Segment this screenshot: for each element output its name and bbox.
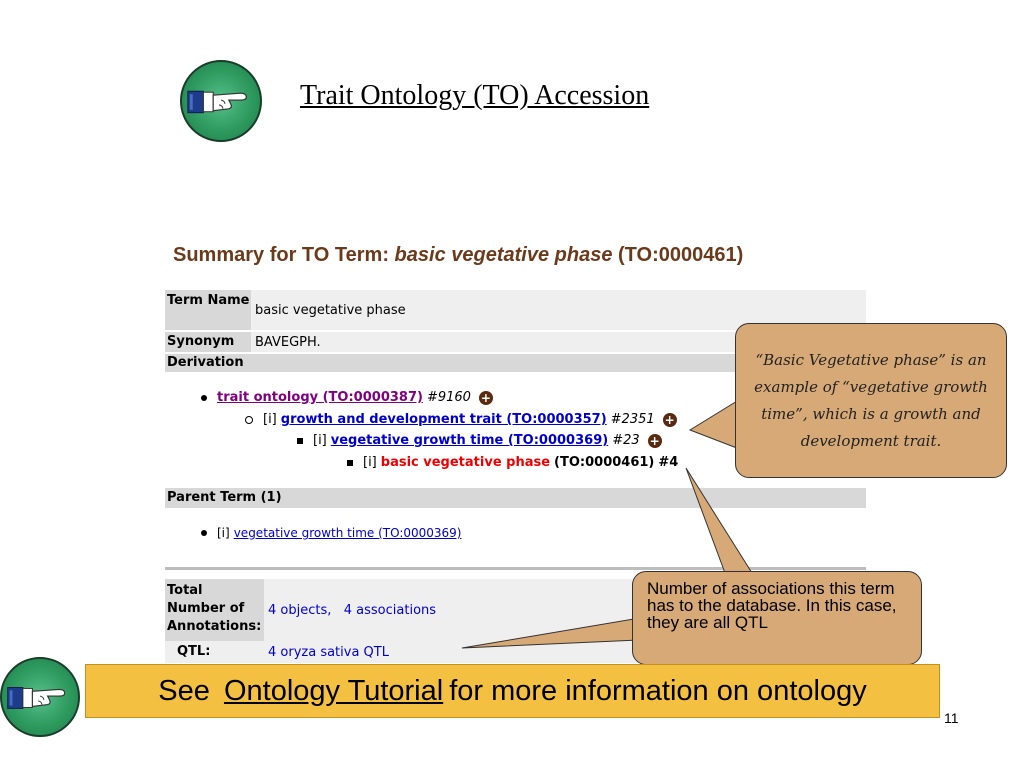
parent-term-link[interactable]: vegetative growth time (TO:0000369) — [233, 526, 462, 540]
bullet-icon — [201, 394, 207, 401]
tree-level-4: [i] basic vegetative phase (TO:0000461) … — [347, 455, 678, 470]
term-name-row: Term Name basic vegetative phase — [165, 290, 866, 330]
synonym-value: BAVEGPH. — [251, 332, 866, 352]
total-annotations-label: Total Number of Annotations: — [165, 579, 264, 641]
parent-term-item: [i] vegetative growth time (TO:0000369) — [201, 526, 462, 540]
synonym-row: Synonym BAVEGPH. — [165, 332, 866, 352]
level2-count: #2351 — [610, 412, 655, 427]
summary-heading-term: basic vegetative phase — [394, 244, 613, 266]
derivation-label: Derivation — [165, 354, 866, 372]
banner-prefix: See — [158, 674, 218, 707]
level3-count: #23 — [612, 433, 640, 448]
level4-prefix: [i] — [363, 455, 377, 470]
tutorial-banner: See Ontology Tutorial for more informati… — [85, 664, 940, 718]
plus-expand-icon[interactable]: + — [478, 390, 493, 405]
parent-term-list: [i] vegetative growth time (TO:0000369) — [165, 508, 866, 560]
bullet-icon — [245, 415, 253, 424]
growth-development-link[interactable]: growth and development trait (TO:0000357… — [280, 412, 607, 427]
tree-level-3: [i] vegetative growth time (TO:0000369) … — [297, 433, 662, 448]
vegetative-growth-time-link[interactable]: vegetative growth time (TO:0000369) — [330, 433, 609, 448]
vegetative-phase-callout: “Basic Vegetative phase” is an example o… — [735, 323, 1007, 478]
pointing-hand-icon — [180, 60, 262, 142]
trait-ontology-link[interactable]: trait ontology (TO:0000387) — [217, 390, 423, 405]
level1-count: #9160 — [426, 390, 471, 405]
level4-count: #4 — [658, 455, 679, 470]
ontology-tutorial-link[interactable]: Ontology Tutorial — [223, 674, 444, 707]
derivation-row: Derivation — [165, 354, 866, 372]
slide-title: Trait Ontology (TO) Accession — [300, 80, 650, 111]
parent-prefix: [i] — [217, 526, 230, 540]
term-name-label: Term Name — [165, 290, 251, 330]
bullet-icon — [347, 459, 353, 466]
synonym-label: Synonym — [165, 332, 251, 352]
summary-heading-id: (TO:0000461) — [612, 244, 744, 266]
banner-suffix: for more information on ontology — [449, 674, 867, 707]
parent-term-label: Parent Term (1) — [165, 488, 866, 508]
pointing-hand-icon — [0, 657, 80, 737]
summary-heading: Summary for TO Term: basic vegetative ph… — [173, 244, 743, 267]
plus-expand-icon[interactable]: + — [662, 412, 677, 427]
parent-term-row: Parent Term (1) — [165, 488, 866, 508]
current-term: basic vegetative phase — [380, 455, 551, 470]
associations-callout: Number of associations this term has to … — [632, 571, 922, 665]
tree-level-2: [i] growth and development trait (TO:000… — [245, 412, 677, 427]
bullet-icon — [297, 437, 303, 444]
page-number: 11 — [944, 710, 959, 726]
qtl-label: QTL: — [165, 641, 264, 663]
level3-prefix: [i] — [313, 433, 327, 448]
tree-level-1: trait ontology (TO:0000387) #9160 + — [201, 390, 493, 405]
level2-prefix: [i] — [263, 412, 277, 427]
current-term-id: (TO:0000461) — [554, 455, 655, 470]
summary-heading-prefix: Summary for TO Term: — [173, 244, 395, 266]
plus-expand-icon[interactable]: + — [647, 433, 662, 448]
section-divider — [165, 567, 866, 570]
bullet-icon — [201, 530, 207, 536]
